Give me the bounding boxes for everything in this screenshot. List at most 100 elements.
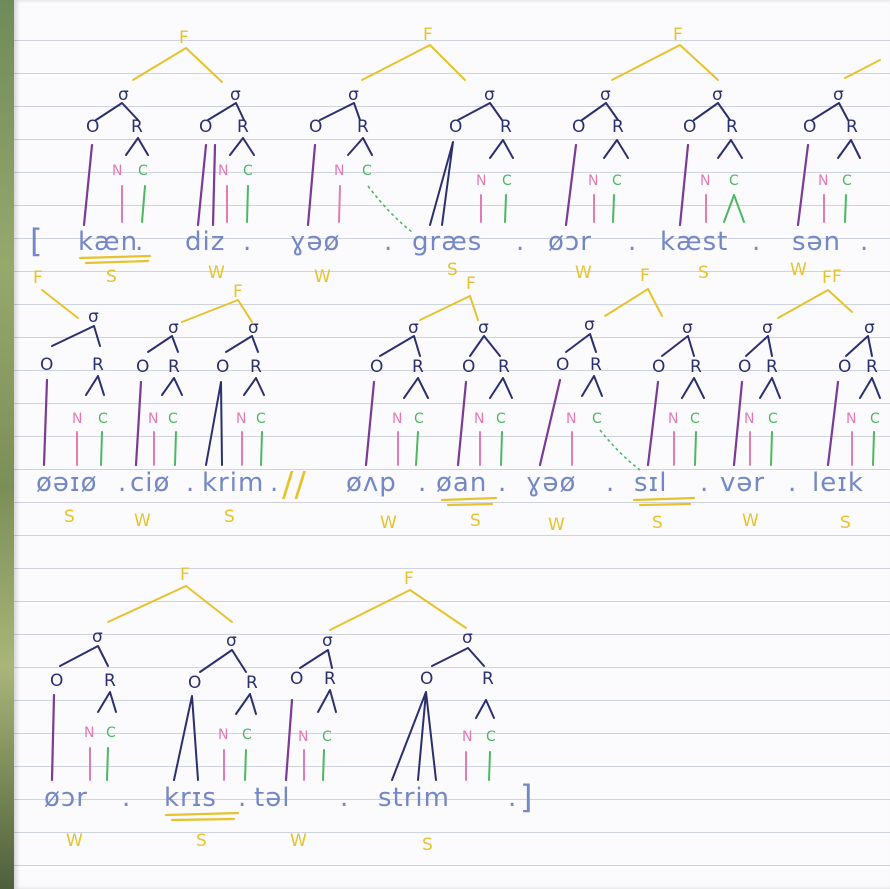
syllable-dot: . (135, 227, 144, 257)
syllable-kaen: σ O R N C (84, 85, 148, 225)
syllable-dot: . (498, 468, 507, 498)
coda-label: C (322, 729, 332, 745)
coda-label: C (842, 173, 852, 189)
stress-mark: S (106, 267, 117, 287)
syllable-dot: . (186, 468, 195, 498)
foot-label: F (33, 268, 43, 288)
foot-1: F (133, 28, 222, 82)
segment: kæst (660, 227, 728, 257)
syllable-label: σ (92, 627, 103, 647)
rhyme-label: R (92, 355, 104, 375)
syllable-kaest: σ O R N C (680, 85, 744, 225)
stress-mark: F (832, 267, 842, 287)
stress-mark: W (575, 263, 592, 283)
syllable-label: σ (600, 85, 611, 105)
onset-label: O (216, 357, 229, 377)
rhyme-label: R (131, 117, 143, 137)
onset-label: O (188, 673, 201, 693)
segment: ɣəø (290, 227, 340, 257)
syllable-var: σ O R N C (734, 318, 780, 465)
rhyme-label: R (482, 669, 494, 689)
nucleus-label: N (148, 411, 158, 427)
foot-4-branch (845, 60, 880, 78)
foot-label: F (640, 266, 650, 286)
segment: kæn (78, 227, 138, 257)
onset-label: O (309, 117, 322, 137)
row-2: F F F F F σ O R N C σ O R N C (33, 266, 880, 535)
coda-label: C (502, 173, 512, 189)
syllable-dot: . (606, 468, 615, 498)
rhyme-label: R (324, 669, 336, 689)
syllable-dot: . (788, 468, 797, 498)
syllable-oor-2: σ O R N C (50, 627, 116, 780)
coda-label: C (362, 163, 372, 179)
row-3: F F σ O R N C σ O R N C (44, 565, 533, 855)
stress-mark: S (652, 513, 663, 533)
segment: øʌp (346, 468, 397, 498)
syllable-kris: σ O R N C (174, 631, 258, 780)
foot-branch (778, 290, 852, 318)
nucleus-label: N (668, 411, 678, 427)
stress-underline (442, 498, 496, 505)
onset-label: O (462, 357, 475, 377)
syllable-label: σ (682, 318, 693, 338)
rhyme-label: R (412, 357, 424, 377)
nucleus-label: N (218, 163, 228, 179)
syllable-dot: . (384, 227, 393, 257)
stress-mark: S (422, 835, 433, 855)
stress-line-2: S W S W S W S W S (64, 507, 851, 535)
stress-line-3: W S W S (66, 831, 433, 855)
syllable-leik: σ O R N C (828, 318, 880, 465)
onset-label: O (50, 671, 63, 691)
syllable-label: σ (484, 85, 495, 105)
onset-label: O (290, 669, 303, 689)
syllable-dot: . (700, 468, 709, 498)
onset-label: O (136, 357, 149, 377)
foot-label: F (179, 28, 189, 48)
rhyme-label: R (590, 355, 602, 375)
syllable-dot: . (243, 227, 252, 257)
onset-label: O (652, 357, 665, 377)
onset-label: O (449, 117, 462, 137)
segment: təl (254, 783, 290, 813)
foot-label: F (822, 268, 832, 288)
syllable-dot: . (752, 227, 761, 257)
segment: øɔr (44, 783, 88, 813)
syllable-dot: . (860, 227, 869, 257)
syllable-oor: σ O R N C (566, 85, 628, 225)
segment: krim (202, 468, 264, 498)
syllable-label: σ (322, 631, 333, 651)
syllable-dot: . (118, 468, 127, 498)
coda-label: C (256, 411, 266, 427)
segment: øəɪø (36, 468, 97, 498)
coda-label: C (496, 411, 506, 427)
foot-branch (108, 586, 232, 622)
stress-underline (80, 256, 150, 263)
foot-2: F (362, 25, 465, 80)
segment: krɪs (164, 783, 217, 813)
stress-mark: S (698, 263, 709, 283)
segment: ɣəø (526, 468, 576, 498)
syllable-strim: σ O R N C (392, 628, 496, 780)
syllable-sil: σ O R N C (648, 318, 704, 465)
syllable-oap: σ O R N C (366, 318, 428, 465)
rhyme-label: R (357, 117, 369, 137)
coda-label: C (414, 411, 424, 427)
onset-label: O (40, 355, 53, 375)
onset-label: O (86, 117, 99, 137)
onset-label: O (803, 117, 816, 137)
rhyme-label: R (246, 673, 258, 693)
stress-mark: W (380, 513, 397, 533)
transcription-line-2: øəɪø . ciø . krim . øʌp . øan . ɣəø . sɪ… (36, 468, 864, 498)
rhyme-label: R (690, 357, 702, 377)
rhyme-label: R (866, 357, 878, 377)
syllable-dot: . (340, 783, 349, 813)
foot-label: F (404, 569, 414, 589)
coda-label: C (690, 411, 700, 427)
nucleus-label: N (218, 727, 228, 743)
syllable-oaio: σ O R N C (40, 307, 108, 465)
stress-mark: W (66, 831, 83, 851)
nucleus-label: N (392, 411, 402, 427)
foot-3: F (612, 25, 718, 80)
foot-branch (420, 296, 478, 320)
